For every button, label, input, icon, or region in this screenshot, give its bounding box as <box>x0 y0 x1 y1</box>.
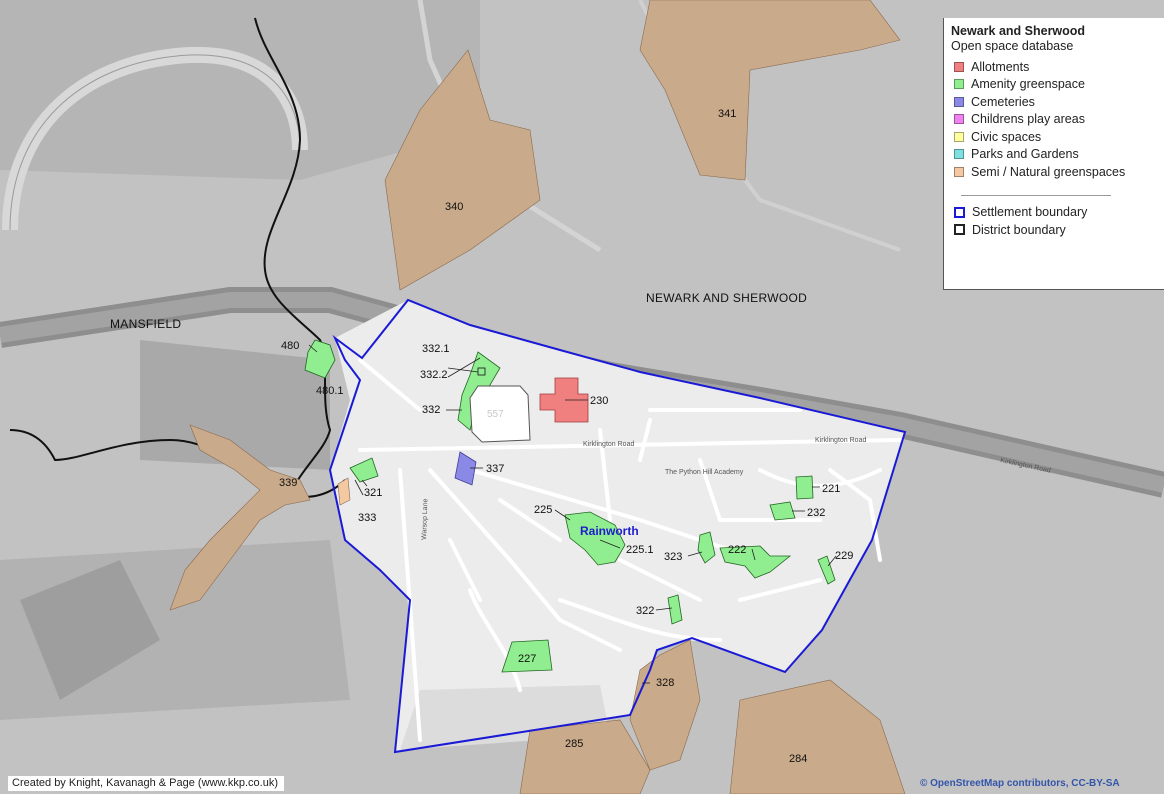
label-227: 227 <box>518 653 536 665</box>
industrial-block <box>140 340 330 470</box>
legend-subtitle: Open space database <box>951 39 1074 53</box>
credit-text: Created by Knight, Kavanagh & Page (www.… <box>8 776 284 791</box>
site-285-polygon <box>519 719 651 794</box>
label-232: 232 <box>807 507 825 519</box>
site-323-polygon <box>697 531 716 564</box>
label-339: 339 <box>279 477 297 489</box>
site-221-polygon <box>795 475 814 500</box>
swatch-cemeteries <box>954 96 964 107</box>
site-232-polygon <box>769 501 796 521</box>
leader-lines <box>308 344 837 684</box>
site-339-polygon <box>169 424 311 611</box>
swatch-parks-and-gardens <box>954 149 964 160</box>
label-480-1: 480.1 <box>316 385 344 397</box>
swatch-district-boundary <box>954 224 965 236</box>
legend-divider <box>961 194 1111 196</box>
attribution-text[interactable]: © OpenStreetMap contributors, CC-BY-SA <box>920 778 1120 789</box>
road-label-academy: The Python Hill Academy <box>665 469 744 476</box>
darker-field-north <box>0 0 480 180</box>
label-557: 557 <box>487 409 504 420</box>
site-284-polygon <box>729 679 906 794</box>
legend-label: Cemeteries <box>971 94 1035 109</box>
label-322: 322 <box>636 605 654 617</box>
label-332-1: 332.1 <box>422 343 450 355</box>
label-332-2: 332.2 <box>420 369 448 381</box>
settlement-boundary <box>328 298 907 754</box>
swatch-allotments <box>954 61 964 72</box>
district-label-mansfield: MANSFIELD <box>110 317 181 331</box>
legend-label: Civic spaces <box>971 129 1042 144</box>
legend-label: Allotments <box>971 59 1030 74</box>
curved-road-edge <box>9 54 301 231</box>
site-557-polygon <box>469 385 531 443</box>
legend-item-amenity-greenspace: Amenity greenspace <box>951 76 1164 94</box>
swatch-settlement-boundary <box>954 206 965 218</box>
district-label-newark: NEWARK AND SHERWOOD <box>646 291 807 305</box>
label-285: 285 <box>565 738 583 750</box>
site-480-polygon <box>304 339 336 379</box>
site-328-polygon <box>629 639 701 771</box>
legend-label: Parks and Gardens <box>971 147 1079 162</box>
woodland-west <box>20 560 160 700</box>
legend-categories: Allotments Amenity greenspace Cemeteries… <box>951 58 1164 181</box>
road-label-kirklington: Kirklington Road <box>583 441 634 448</box>
map-legend: Newark and Sherwood Open space database … <box>943 18 1164 290</box>
label-333: 333 <box>358 512 376 524</box>
swatch-childrens-play-areas <box>954 114 964 125</box>
site-230-polygon <box>539 377 589 423</box>
label-225: 225 <box>534 504 552 516</box>
label-284: 284 <box>789 753 807 765</box>
site-321-polygon <box>349 457 379 483</box>
label-480: 480 <box>281 340 299 352</box>
site-229-polygon <box>817 555 836 585</box>
label-323: 323 <box>664 551 682 563</box>
legend-title: Newark and Sherwood <box>951 24 1086 38</box>
legend-label: Settlement boundary <box>972 205 1088 220</box>
district-boundary <box>9 17 332 504</box>
legend-label: Childrens play areas <box>971 112 1085 127</box>
legend-label: Semi / Natural greenspaces <box>971 164 1126 179</box>
label-229: 229 <box>835 550 853 562</box>
road-label-warsop: Warsop Lane <box>421 498 429 540</box>
legend-item-allotments: Allotments <box>951 58 1164 76</box>
site-332-2-marker <box>477 367 486 376</box>
swatch-semi-natural-greenspaces <box>954 166 964 177</box>
label-340: 340 <box>445 201 463 213</box>
legend-item-civic-spaces: Civic spaces <box>951 128 1164 146</box>
site-333-polygon <box>337 477 351 506</box>
road-label-kirklington-east: Kirklington Road <box>815 437 866 444</box>
label-321: 321 <box>364 487 382 499</box>
site-340-polygon <box>384 49 541 291</box>
label-328: 328 <box>656 677 674 689</box>
label-337: 337 <box>486 463 504 475</box>
site-227-polygon <box>501 639 553 673</box>
label-225-1: 225.1 <box>626 544 654 556</box>
label-230: 230 <box>590 395 608 407</box>
site-322-polygon <box>667 594 683 625</box>
legend-item-settlement-boundary: Settlement boundary <box>951 204 1164 222</box>
legend-label: Amenity greenspace <box>971 77 1085 92</box>
legend-item-district-boundary: District boundary <box>951 221 1164 239</box>
site-337-polygon <box>454 451 477 486</box>
swatch-civic-spaces <box>954 131 964 142</box>
label-341: 341 <box>718 108 736 120</box>
legend-item-childrens-play-areas: Childrens play areas <box>951 111 1164 129</box>
label-332: 332 <box>422 404 440 416</box>
site-225-polygon <box>564 511 626 566</box>
legend-item-cemeteries: Cemeteries <box>951 93 1164 111</box>
legend-item-semi-natural-greenspaces: Semi / Natural greenspaces <box>951 163 1164 181</box>
label-222: 222 <box>728 544 746 556</box>
label-221: 221 <box>822 483 840 495</box>
legend-item-parks-and-gardens: Parks and Gardens <box>951 146 1164 164</box>
swatch-amenity-greenspace <box>954 79 964 90</box>
site-labels: 332.1 332.2 332 557 230 337 480 480.1 32… <box>279 108 853 765</box>
site-222-polygon <box>719 545 792 579</box>
legend-label: District boundary <box>972 222 1066 237</box>
place-label-rainworth: Rainworth <box>580 524 639 538</box>
site-341-polygon <box>639 0 901 181</box>
